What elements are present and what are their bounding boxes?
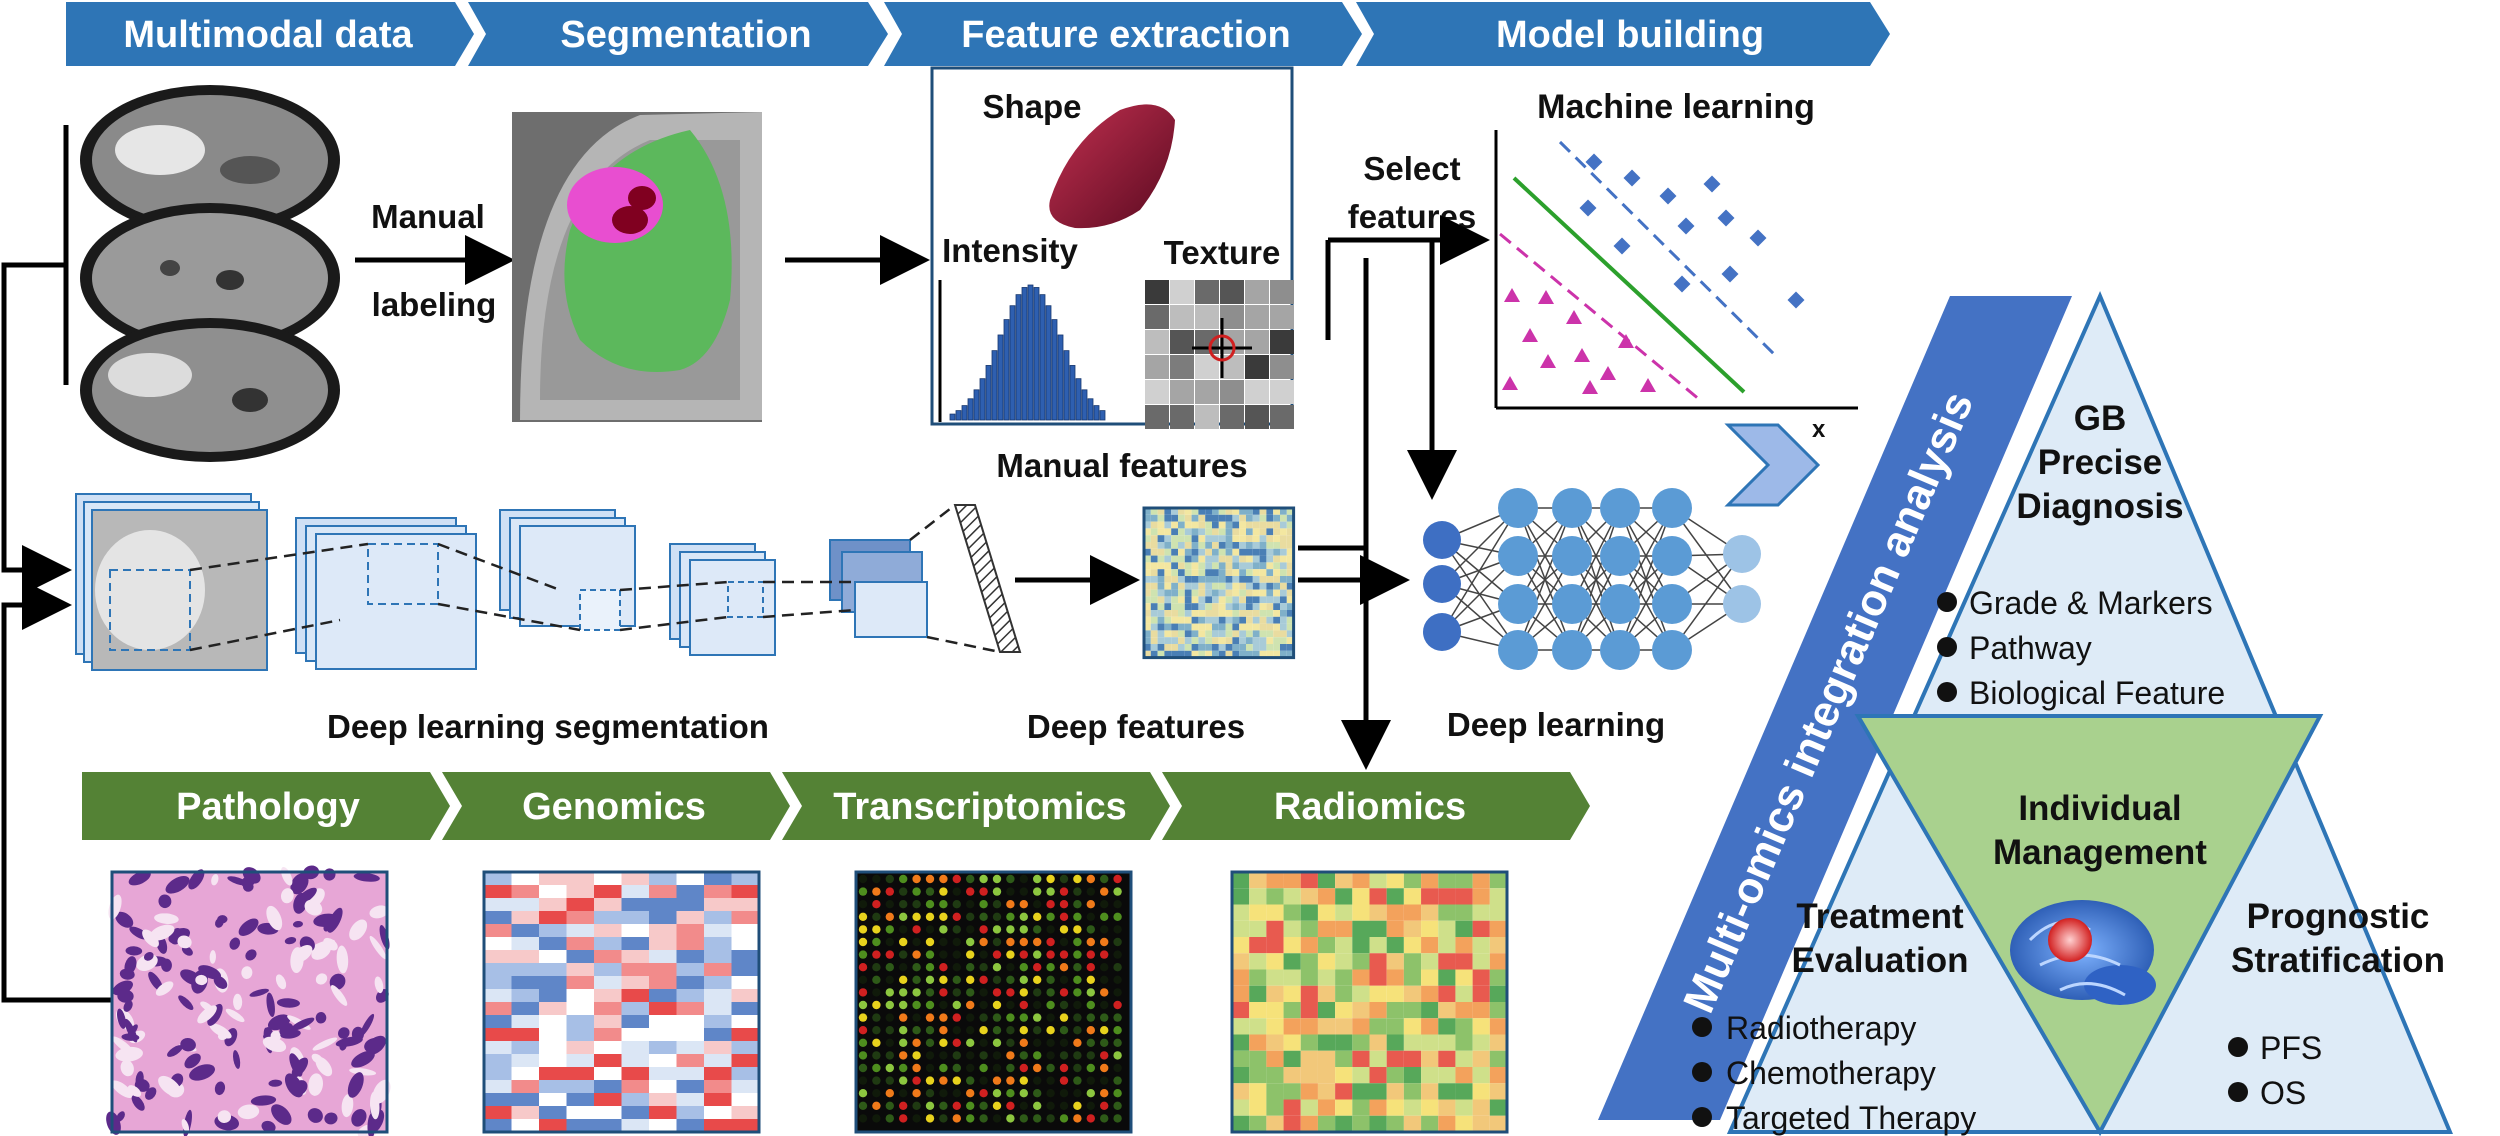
neural-network-icon bbox=[1423, 488, 1761, 670]
header-multimodal-data: Multimodal data bbox=[123, 14, 413, 56]
radiomics-heatmap-icon bbox=[1230, 870, 1509, 1134]
header-radiomics: Radiomics bbox=[1274, 786, 1466, 828]
bullet-icon bbox=[1937, 682, 1957, 702]
header-pathology: Pathology bbox=[176, 786, 360, 828]
header-chevron-feature-extraction bbox=[884, 2, 1362, 66]
genomics-heatmap-icon bbox=[482, 870, 761, 1134]
top-section-diagnosis: GB Precise Diagnosis Grade & Markers Pat… bbox=[1937, 399, 2225, 711]
segmented-brain-icon bbox=[512, 112, 762, 422]
deep-features-heatmap-icon bbox=[1142, 506, 1296, 660]
cnn-icon bbox=[75, 493, 1022, 671]
label-features: features bbox=[1348, 198, 1476, 235]
header-feature-extraction: Feature extraction bbox=[961, 14, 1290, 56]
header-chevron-model-building bbox=[1356, 2, 1890, 66]
left-section-treatment: Treatment Evaluation Radiotherapy Chemot… bbox=[1692, 897, 1976, 1136]
label-manual: Manual bbox=[371, 198, 485, 235]
feature-extraction-box: Shape Intensity Texture bbox=[930, 66, 1294, 429]
treatment-item: Chemotherapy bbox=[1726, 1055, 1936, 1091]
shape-3d-icon bbox=[1049, 104, 1175, 229]
management-title-2: Management bbox=[1993, 833, 2207, 872]
header-segmentation: Segmentation bbox=[560, 14, 811, 56]
select-features-connectors bbox=[1298, 215, 1490, 770]
bullet-icon bbox=[1937, 637, 1957, 657]
treatment-title-1: Treatment bbox=[1796, 897, 1964, 936]
diagnosis-item: Grade & Markers bbox=[1969, 585, 2213, 621]
header-chevron-multimodal bbox=[66, 2, 474, 66]
header-chevron-genomics bbox=[442, 772, 790, 840]
pathology-tissue-icon bbox=[106, 865, 391, 1136]
label-manual-features: Manual features bbox=[996, 447, 1247, 484]
diagnosis-item: Biological Feature bbox=[1969, 675, 2225, 711]
header-chevron-pathology bbox=[82, 772, 450, 840]
label-deep-learning-segmentation: Deep learning segmentation bbox=[327, 708, 769, 745]
header-chevron-radiomics bbox=[1162, 772, 1590, 840]
bullet-icon bbox=[1692, 1107, 1712, 1127]
prognosis-title-2: Stratification bbox=[2231, 941, 2445, 980]
header-genomics: Genomics bbox=[522, 786, 706, 828]
texture-grid-icon bbox=[1145, 280, 1294, 429]
header-transcriptomics: Transcriptomics bbox=[833, 786, 1127, 828]
bullet-icon bbox=[2228, 1037, 2248, 1057]
brain-tumor-icon bbox=[2010, 900, 2156, 1005]
treatment-item: Targeted Therapy bbox=[1726, 1100, 1976, 1136]
pipeline-header-bar: Multimodal data Segmentation Feature ext… bbox=[66, 2, 1890, 66]
diagnosis-title-1: GB bbox=[2074, 399, 2127, 438]
prognosis-item: OS bbox=[2260, 1075, 2306, 1111]
label-deep-features: Deep features bbox=[1027, 708, 1245, 745]
integration-banner bbox=[1598, 296, 2072, 1120]
bullet-icon bbox=[1692, 1062, 1712, 1082]
label-machine-learning: Machine learning bbox=[1537, 88, 1815, 126]
omics-header-bar: Pathology Genomics Transcriptomics Radio… bbox=[82, 772, 1590, 840]
axis-x-label: x bbox=[1812, 416, 1826, 443]
prognosis-title-1: Prognostic bbox=[2247, 897, 2430, 936]
center-section-management: Individual Management bbox=[1993, 789, 2207, 1005]
diagnosis-item: Pathway bbox=[1969, 630, 2092, 666]
label-texture: Texture bbox=[1164, 234, 1281, 271]
header-chevron-transcriptomics bbox=[782, 772, 1170, 840]
bullet-icon bbox=[1937, 592, 1957, 612]
machine-learning-plot: x bbox=[1494, 130, 1858, 443]
right-section-prognosis: Prognostic Stratification PFS OS bbox=[2228, 897, 2445, 1111]
diagnosis-title-2: Precise bbox=[2038, 443, 2163, 482]
label-deep-learning: Deep learning bbox=[1447, 706, 1665, 743]
header-chevron-segmentation bbox=[468, 2, 888, 66]
bullet-icon bbox=[1692, 1017, 1712, 1037]
treatment-item: Radiotherapy bbox=[1726, 1010, 1916, 1046]
feedback-chevron-icon bbox=[1724, 423, 1821, 507]
diagnosis-title-3: Diagnosis bbox=[2016, 487, 2183, 526]
left-connector-lines bbox=[1, 125, 112, 1003]
bullet-icon bbox=[2228, 1082, 2248, 1102]
histogram-icon bbox=[938, 280, 1106, 422]
prognosis-item: PFS bbox=[2260, 1030, 2322, 1066]
management-title-1: Individual bbox=[2018, 789, 2181, 828]
label-labeling: labeling bbox=[372, 286, 497, 323]
microarray-icon bbox=[854, 870, 1133, 1134]
treatment-title-2: Evaluation bbox=[1792, 941, 1969, 980]
label-intensity: Intensity bbox=[942, 232, 1078, 269]
header-model-building: Model building bbox=[1496, 14, 1764, 56]
label-shape: Shape bbox=[982, 88, 1081, 125]
brain-mri-slice-icon bbox=[80, 85, 340, 462]
label-select: Select bbox=[1363, 150, 1460, 187]
